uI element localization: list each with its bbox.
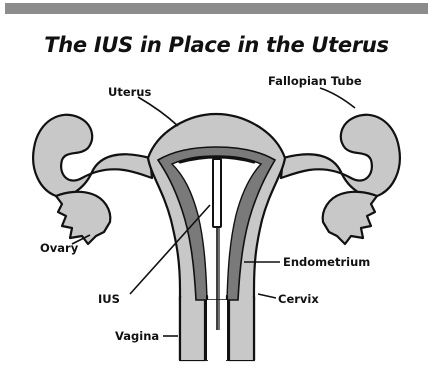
label-fallopian-tube: Fallopian Tube xyxy=(268,74,362,88)
label-uterus: Uterus xyxy=(108,85,151,99)
label-cervix: Cervix xyxy=(278,292,319,306)
label-vagina: Vagina xyxy=(115,329,159,343)
label-endometrium: Endometrium xyxy=(283,255,370,269)
label-ius: IUS xyxy=(98,292,120,306)
label-ovary: Ovary xyxy=(40,241,79,255)
left-fallopian-tube xyxy=(33,115,152,244)
right-fallopian-tube xyxy=(281,115,400,244)
